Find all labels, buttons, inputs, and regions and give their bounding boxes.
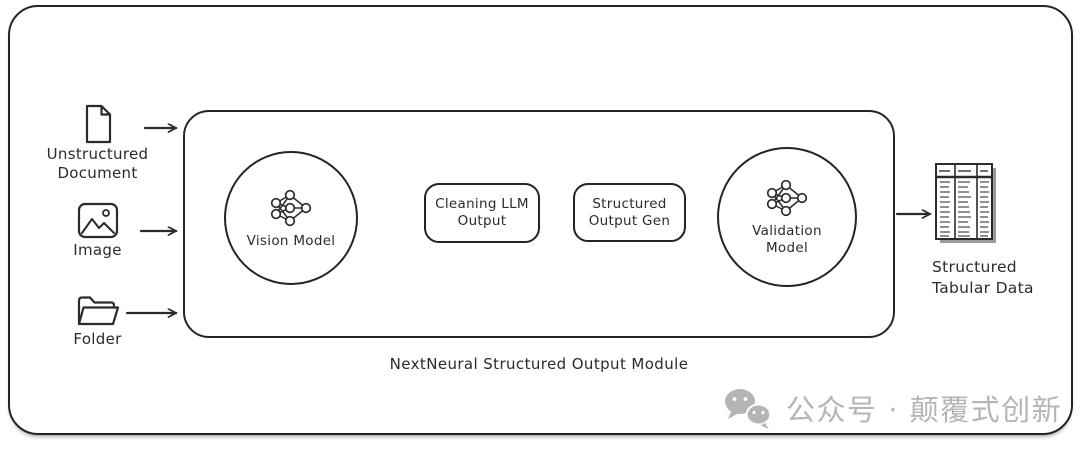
neural-network-icon — [766, 179, 808, 217]
wechat-icon — [725, 389, 772, 429]
watermark-text: 公众号 · 颠覆式创新 — [786, 393, 1063, 427]
node-cleaning-llm-output: Cleaning LLM Output — [424, 183, 540, 243]
document-icon — [85, 104, 111, 144]
table-icon — [935, 163, 996, 243]
node-validation-model: Validation Model — [717, 147, 857, 287]
node-label: Validation Model — [752, 223, 822, 256]
input-label: Image — [73, 241, 122, 259]
image-icon — [77, 202, 118, 239]
input-image: Image — [30, 201, 165, 260]
output-structured-tabular-data: Structured Tabular Data — [932, 161, 1052, 299]
node-vision-model: Vision Model — [224, 151, 358, 285]
module-caption: NextNeural Structured Output Module — [389, 355, 689, 373]
output-label: Structured Tabular Data — [932, 258, 1034, 297]
node-label: Vision Model — [246, 232, 336, 249]
folder-icon — [77, 296, 119, 326]
input-unstructured-document: Unstructured Document — [30, 103, 165, 183]
outer-frame — [8, 5, 1073, 435]
node-structured-output-gen: Structured Output Gen — [573, 183, 686, 242]
node-label: Structured Output Gen — [588, 195, 671, 229]
input-label: Folder — [73, 330, 122, 348]
neural-network-icon — [270, 189, 312, 226]
input-label: Unstructured Document — [46, 145, 149, 182]
node-label: Cleaning LLM Output — [435, 196, 529, 229]
input-folder: Folder — [30, 292, 165, 349]
watermark: 公众号 · 颠覆式创新 — [722, 386, 1062, 430]
